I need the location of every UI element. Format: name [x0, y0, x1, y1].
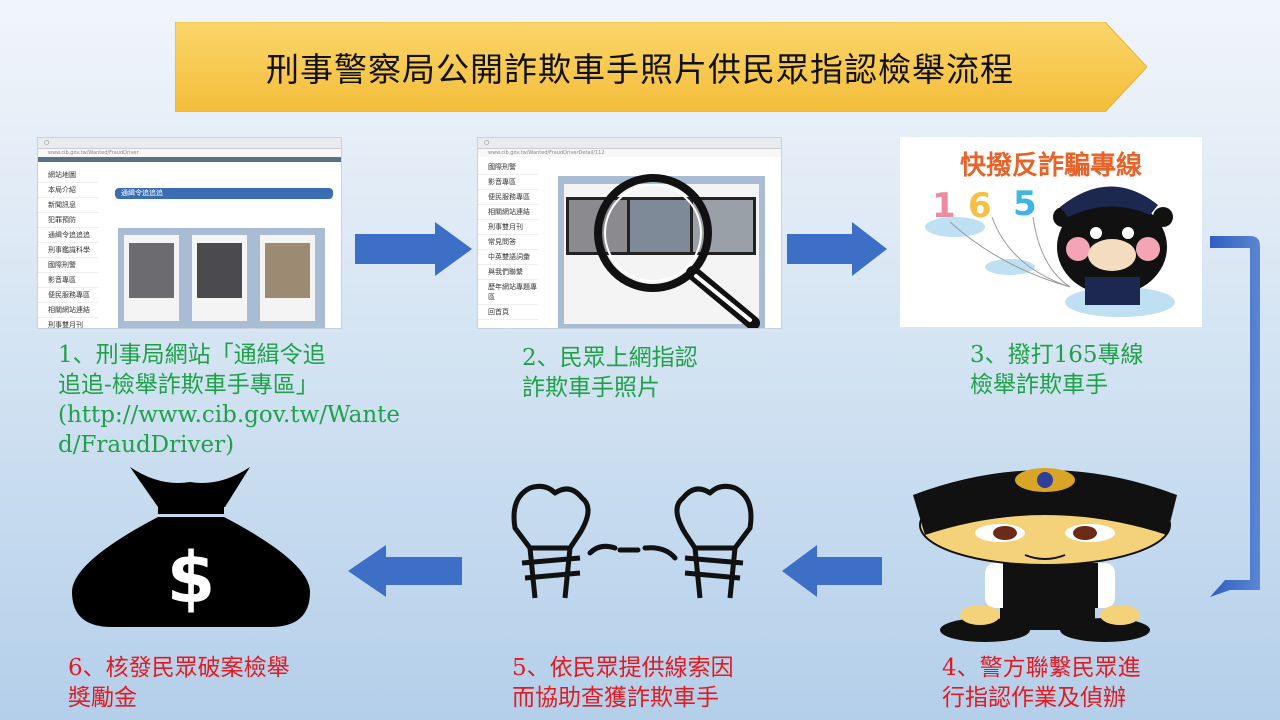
- bent-arrow-icon: [1210, 236, 1260, 597]
- sidebar: 網站地圖本局介紹新聞訊息犯罪預防通緝令追追追刑事鑑識科學國際刑警影音專區便民服務…: [38, 168, 98, 328]
- money-bag-icon: $: [72, 467, 310, 627]
- arrow-left-icon: [348, 545, 462, 597]
- step-4-caption: 4、警方聯繫民眾進 行指認作業及偵辦: [942, 655, 1141, 711]
- svg-text:1: 1: [932, 186, 956, 226]
- step-2-caption: 2、民眾上網指認 詐欺車手照片: [522, 345, 698, 401]
- arrow-right-icon: [787, 222, 887, 276]
- page-title: 刑事警察局公開詐欺車手照片供民眾指認檢舉流程: [266, 50, 1014, 89]
- handcuffs-icon: [511, 483, 754, 599]
- step-3-caption: 3、撥打165專線 檢舉詐欺車手: [970, 342, 1144, 398]
- magnifier-screenshot: ○ www.cib.gov.tw/Wanted/FraudDriverDetai…: [477, 137, 782, 329]
- bear-mascot-icon: 1 6 5: [925, 184, 1175, 317]
- url-text: www.cib.gov.tw/Wanted/FraudDriverDetail/…: [478, 149, 781, 157]
- arrow-left-icon: [782, 545, 882, 597]
- url-text: www.cib.gov.tw/Wanted/FraudDriver: [38, 149, 341, 157]
- police-cartoon: [913, 468, 1177, 642]
- svg-text:5: 5: [1013, 184, 1037, 224]
- step-1-caption: 1、刑事局網站「通緝令追 追追-檢舉詐欺車手專區」 (http://www.ci…: [58, 342, 401, 458]
- step-6-caption: 6、核發民眾破案檢舉 獎勵金: [68, 655, 290, 711]
- svg-text:6: 6: [968, 186, 992, 226]
- title-banner: [175, 22, 1147, 112]
- svg-text:$: $: [167, 537, 216, 619]
- poster-title: 快撥反詐騙專線: [959, 151, 1142, 181]
- step-5-caption: 5、依民眾提供線索因 而協助查獲詐欺車手: [512, 655, 734, 711]
- arrow-right-icon: [355, 222, 472, 276]
- magnifier-icon: [594, 174, 760, 328]
- website-screenshot: ○ www.cib.gov.tw/Wanted/FraudDriver 網站地圖…: [37, 137, 342, 329]
- 165-hotline-poster: 快撥反詐騙專線 1 6 5: [900, 137, 1202, 327]
